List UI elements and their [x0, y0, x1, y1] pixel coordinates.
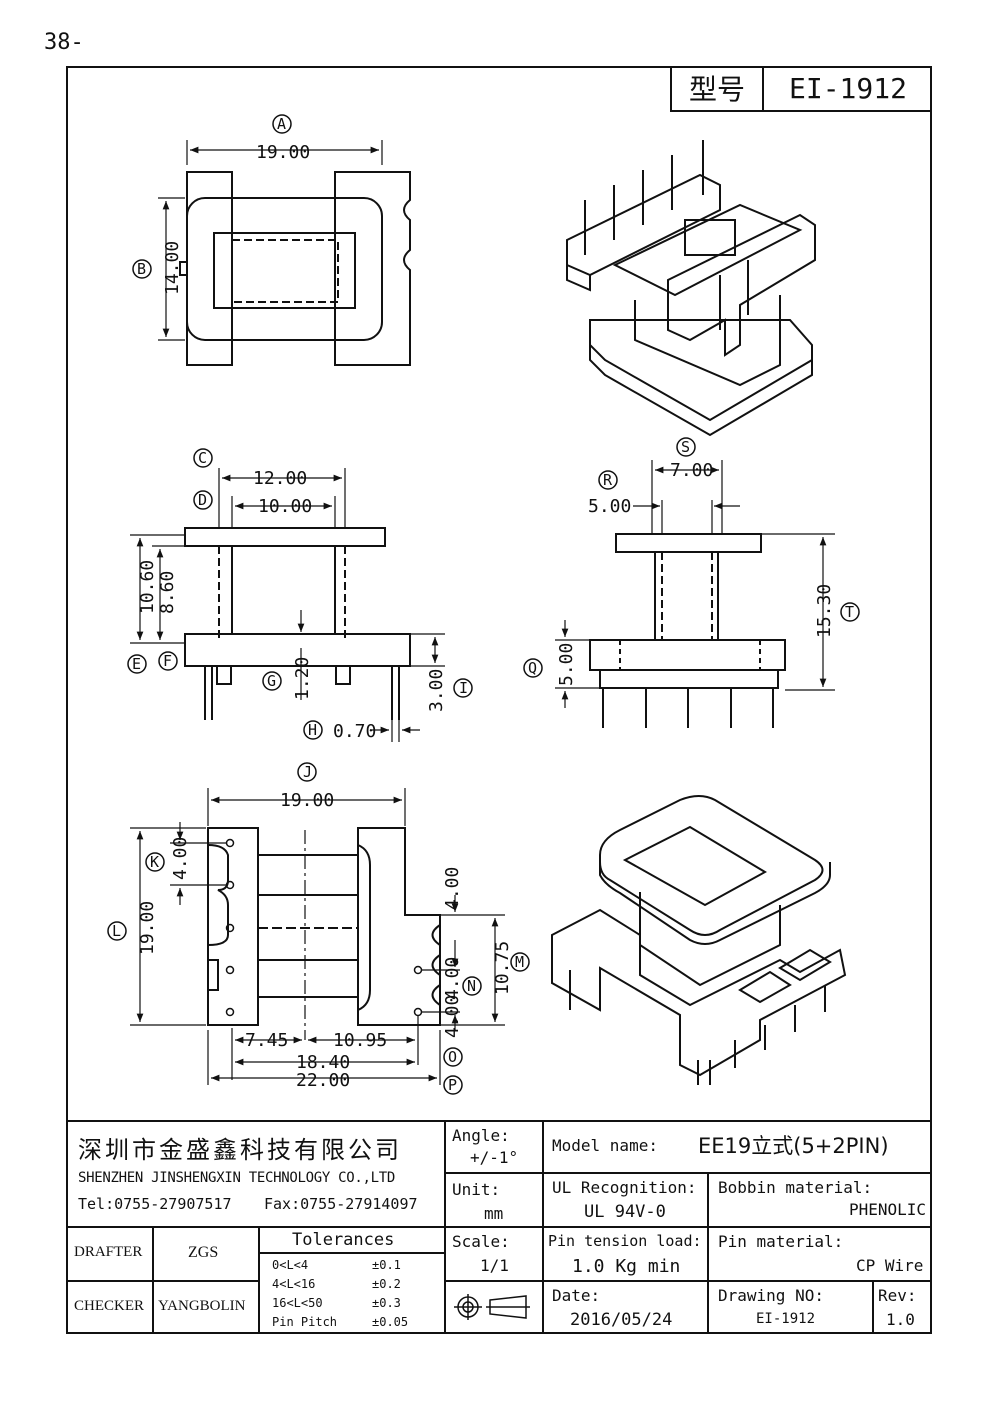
drawing-no-value: EI-1912: [756, 1311, 816, 1327]
tolerance-row: Pin Pitch±0.05: [272, 1315, 409, 1329]
dim-value-i: 3.00: [426, 669, 447, 712]
dim-value-n-upper: 4.00: [442, 867, 463, 910]
dim-value-d: 10.00: [258, 496, 312, 517]
bobbin-label: Bobbin material:: [718, 1178, 873, 1197]
dim-value-a: 19.00: [256, 142, 310, 163]
dim-letter-t: T: [845, 603, 854, 621]
dim-value-k: 4.00: [170, 837, 191, 880]
dim-value-f: 8.60: [157, 571, 178, 614]
unit-label: Unit:: [452, 1180, 501, 1199]
dim-letter-b: B: [137, 260, 146, 278]
drawing-frame: [66, 66, 932, 1334]
projection-symbol-icon: [454, 1292, 532, 1322]
dim-letter-q: Q: [528, 659, 537, 677]
model-value: EI-1912: [788, 71, 907, 105]
title-block: 深圳市金盛鑫科技有限公司 SHENZHEN JINSHENGXIN TECHNO…: [66, 1120, 932, 1334]
checker-value: YANGBOLIN: [158, 1298, 246, 1314]
company-tel: Tel:0755-27907517: [78, 1195, 232, 1213]
company-fax: Fax:0755-27914097: [264, 1195, 418, 1213]
drafter-label: DRAFTER: [74, 1244, 143, 1260]
dim-value-n-lower: 4.00: [442, 995, 463, 1038]
dim-letter-j: J: [303, 763, 312, 781]
top-view: [179, 171, 411, 366]
dim-value-n-mid: 4.00: [442, 957, 463, 1000]
dim-value-o: 18.40: [296, 1052, 350, 1073]
bobbin-value: PHENOLIC: [849, 1200, 927, 1219]
tolerances-title: Tolerances: [292, 1230, 395, 1250]
dim-value-p: 22.00: [296, 1070, 350, 1091]
dim-value-j: 19.00: [280, 790, 334, 811]
page-number: 38-: [44, 30, 84, 55]
dim-letter-e: E: [132, 655, 141, 673]
rev-label: Rev:: [878, 1286, 917, 1305]
dim-value-j-left: 7.45: [245, 1030, 288, 1051]
company-name-cn: 深圳市金盛鑫科技有限公司: [78, 1136, 402, 1164]
tolerance-row: 4<L<16±0.2: [272, 1277, 401, 1291]
dim-value-l: 19.00: [137, 901, 158, 955]
dim-letter-l: L: [112, 922, 121, 940]
model-name-value: EE19立式(5+2PIN): [698, 1134, 889, 1158]
drawing-no-label: Drawing NO:: [718, 1286, 824, 1305]
scale-label: Scale:: [452, 1232, 510, 1251]
dim-letter-r: R: [603, 471, 613, 489]
dim-letter-m: M: [515, 953, 524, 971]
dim-value-r: 5.00: [588, 496, 631, 517]
iso-view-top: [566, 140, 816, 437]
dim-letter-g: G: [267, 672, 276, 690]
dim-letter-f: F: [163, 652, 172, 670]
front-view: [184, 527, 411, 720]
scale-value: 1/1: [480, 1256, 509, 1275]
ul-value: UL 94V-0: [584, 1202, 666, 1222]
pin-material-label: Pin material:: [718, 1232, 844, 1251]
dim-value-j-right: 10.95: [333, 1030, 387, 1051]
dim-letter-c: C: [198, 449, 207, 467]
dim-value-s: 7.00: [670, 460, 713, 481]
pin-material-value: CP Wire: [856, 1256, 924, 1275]
bottom-view-pins: [225, 838, 423, 1017]
dim-value-q: 5.00: [556, 643, 577, 686]
dim-letter-s: S: [681, 438, 690, 456]
dim-letter-h: H: [308, 721, 317, 739]
dim-letter-k: K: [150, 853, 159, 871]
dim-value-b: 14.00: [162, 241, 183, 295]
bottom-view: [207, 827, 441, 1040]
pin-tension-value: 1.0 Kg min: [572, 1256, 681, 1277]
unit-value: mm: [484, 1204, 504, 1223]
iso-view-bottom: [551, 795, 847, 1085]
company-name-en: SHENZHEN JINSHENGXIN TECHNOLOGY CO.,LTD: [78, 1170, 396, 1186]
ul-label: UL Recognition:: [552, 1178, 697, 1197]
tolerance-row: 16<L<50±0.3: [272, 1296, 401, 1310]
pin-tension-label: Pin tension load:: [548, 1232, 702, 1250]
tolerance-table: 0<L<4±0.1 4<L<16±0.2 16<L<50±0.3 Pin Pit…: [272, 1256, 408, 1332]
model-label: 型号: [672, 66, 764, 110]
dim-value-c: 12.00: [253, 468, 307, 489]
dim-value-e: 10.60: [137, 560, 158, 614]
dim-letter-n: N: [467, 977, 476, 995]
dim-letter-a: A: [277, 115, 286, 133]
dim-letter-o: O: [448, 1048, 457, 1066]
checker-label: CHECKER: [74, 1298, 145, 1314]
date-label: Date:: [552, 1286, 601, 1305]
angle-label: Angle:: [452, 1126, 510, 1145]
drafter-value: ZGS: [188, 1244, 219, 1261]
dim-value-t: 15.30: [814, 584, 835, 638]
angle-value: +/-1°: [470, 1148, 519, 1167]
date-value: 2016/05/24: [570, 1310, 673, 1330]
rev-value: 1.0: [886, 1310, 915, 1329]
dim-value-g: 1.20: [292, 657, 313, 700]
model-name-label: Model name:: [552, 1136, 658, 1155]
model-box: 型号 EI-1912: [670, 66, 932, 112]
dim-letter-d: D: [198, 491, 207, 509]
tolerance-row: 0<L<4±0.1: [272, 1258, 401, 1272]
dim-value-h: 0.70: [333, 721, 376, 742]
side-view: [589, 533, 786, 728]
dim-letter-i: I: [459, 679, 468, 697]
dim-letter-p: P: [448, 1076, 457, 1094]
dim-value-m: 10.75: [492, 941, 513, 995]
